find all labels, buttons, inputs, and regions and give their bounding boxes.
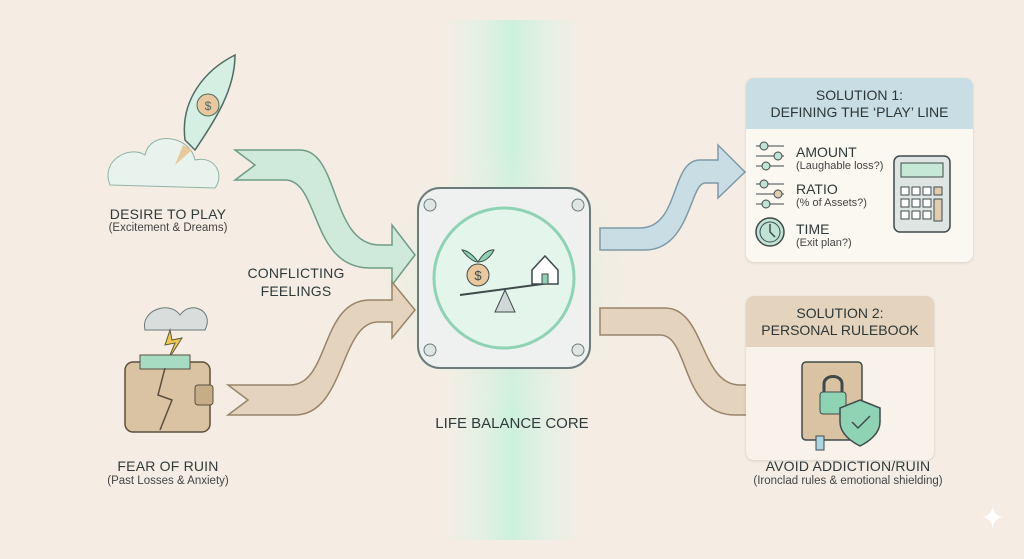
rulebook-lock-shield-icon (801, 361, 881, 451)
desire-subtitle: (Excitement & Dreams) (108, 222, 228, 234)
amount-title: AMOUNT (796, 144, 857, 160)
time-subtitle: (Exit plan?) (796, 237, 852, 249)
solution2-title: AVOID ADDICTION/RUIN (765, 458, 931, 474)
ratio-subtitle: (% of Assets?) (796, 197, 867, 209)
ratio-title: RATIO (796, 181, 838, 197)
desire-title: DESIRE TO PLAY (109, 206, 227, 222)
wallet-storm-icon (124, 307, 214, 433)
solution1-card: SOLUTION 1: DEFINING THE ‘PLAY’ LINE AMO… (746, 78, 973, 262)
solution1-header-line2: DEFINING THE ‘PLAY’ LINE (770, 104, 949, 120)
solution1-arrow (599, 143, 747, 251)
solution2-card: SOLUTION 2: PERSONAL RULEBOOK (746, 296, 934, 460)
conflict-line1: CONFLICTING (247, 265, 345, 281)
svg-text:$: $ (474, 268, 482, 283)
svg-text:$: $ (205, 99, 212, 113)
amount-subtitle: (Laughable loss?) (796, 160, 884, 172)
sparkle-icon: ✦ (980, 502, 1005, 535)
clock-icon (755, 217, 785, 247)
solution2-subtitle: (Ironclad rules & emotional shielding) (753, 475, 943, 487)
balance-scale-icon: $ (459, 249, 559, 313)
conflict-line2: FEELINGS (260, 283, 332, 299)
rocket-icon: $ (107, 53, 236, 189)
solution2-header-line1: SOLUTION 2: (796, 305, 884, 321)
life-balance-core-device: $ (417, 187, 591, 369)
solution1-icons (755, 141, 785, 247)
sliders-icon (756, 179, 784, 209)
sliders-icon (756, 141, 784, 171)
time-title: TIME (796, 221, 830, 237)
fear-arrow (225, 279, 416, 416)
fear-subtitle: (Past Losses & Anxiety) (107, 475, 229, 487)
core-title: LIFE BALANCE CORE (435, 415, 589, 432)
fear-title: FEAR OF RUIN (117, 458, 219, 474)
solution2-header-line2: PERSONAL RULEBOOK (761, 322, 919, 338)
calculator-icon (893, 155, 951, 233)
solution1-header-line1: SOLUTION 1: (815, 87, 904, 103)
